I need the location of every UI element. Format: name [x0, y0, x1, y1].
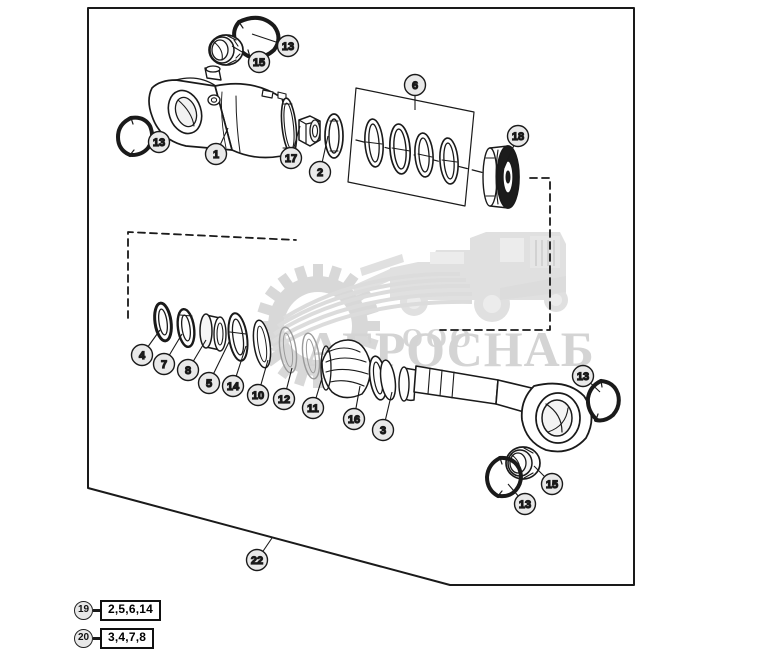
seal-ring-part-5	[227, 312, 249, 362]
callout-bubble[interactable]	[204, 142, 228, 166]
callout-13[interactable]: 13	[251, 33, 300, 58]
callout-13[interactable]: 13	[571, 364, 601, 393]
callout-number: 11	[307, 403, 319, 415]
callout-bubble[interactable]	[247, 50, 271, 74]
callout-bubble[interactable]	[197, 371, 221, 395]
callout-bubble[interactable]	[272, 387, 296, 411]
callout-bubble[interactable]	[506, 124, 530, 148]
callout-22[interactable]: 22	[245, 537, 273, 572]
callout-bubble[interactable]	[308, 160, 332, 184]
callout-number: 7	[161, 359, 167, 371]
callout-13[interactable]: 13	[147, 123, 171, 154]
callout-number: 3	[380, 425, 386, 437]
callout-bubble[interactable]	[301, 396, 325, 420]
callout-number: 22	[251, 555, 263, 567]
callout-2[interactable]: 2	[308, 135, 332, 184]
callout-bubble[interactable]	[130, 343, 154, 367]
legend-connector	[93, 637, 100, 640]
callout-16[interactable]: 16	[342, 385, 366, 431]
piston-pack-part-11	[320, 339, 372, 399]
callout-number: 10	[252, 390, 264, 402]
legend-callout-bubble[interactable]: 20	[74, 628, 93, 648]
callout-8[interactable]: 8	[176, 339, 207, 382]
assembly-frame	[87, 7, 635, 586]
legend-parts-box: 3,4,7,8	[100, 628, 155, 649]
callout-number: 4	[139, 350, 146, 362]
seal-kit-dashed-box-left	[127, 231, 297, 319]
callout-number: 6	[412, 80, 418, 92]
callout-5[interactable]: 5	[197, 339, 231, 395]
callout-bubble[interactable]	[403, 73, 427, 97]
callout-bubble[interactable]	[279, 146, 303, 170]
watermark-field-lines	[270, 271, 473, 352]
callout-number: 15	[253, 57, 265, 69]
piston-rod	[413, 365, 593, 453]
callout-bubble[interactable]	[147, 130, 171, 154]
callout-4[interactable]: 4	[130, 329, 161, 367]
callout-bubble[interactable]	[513, 492, 537, 516]
callout-number: 13	[519, 499, 531, 511]
callout-number: 2	[317, 167, 323, 179]
callout-6[interactable]: 6	[403, 73, 427, 111]
callout-bubble[interactable]	[245, 548, 269, 572]
callout-bubble[interactable]	[246, 383, 270, 407]
piston-seal-part-16	[368, 355, 397, 401]
callout-number: 1	[213, 149, 219, 161]
callout-10[interactable]: 10	[246, 359, 270, 407]
callout-13[interactable]: 13	[507, 483, 537, 516]
callout-3[interactable]: 3	[371, 391, 395, 442]
seal-ring-part-14	[252, 319, 272, 369]
callout-bubble[interactable]	[221, 374, 245, 398]
legend-connector	[93, 609, 100, 612]
callout-bubble[interactable]	[371, 418, 395, 442]
callout-number: 17	[285, 153, 297, 165]
callout-7[interactable]: 7	[152, 333, 183, 376]
callout-number: 5	[206, 378, 212, 390]
callout-number: 13	[153, 137, 165, 149]
callout-bubble[interactable]	[176, 358, 200, 382]
callout-11[interactable]: 11	[301, 377, 325, 420]
watermark-company-prefix: ООО	[402, 323, 474, 353]
cylinder-barrel-part-1	[148, 65, 298, 159]
callout-1[interactable]: 1	[204, 127, 229, 166]
callout-bubble[interactable]	[342, 407, 366, 431]
callout-number: 12	[278, 394, 290, 406]
seal-ring-part-12	[301, 332, 321, 380]
snap-ring-part-13-bottom	[485, 455, 523, 499]
spherical-bearing-part-15-top	[208, 34, 244, 66]
callout-number: 8	[185, 365, 191, 377]
callout-18[interactable]: 18	[503, 124, 530, 169]
callout-bubble[interactable]	[571, 364, 595, 388]
seal-ring-part-2	[324, 113, 344, 159]
piston-bushing-part-18	[482, 145, 520, 209]
callout-number: 14	[227, 381, 240, 393]
seal-kit-dashed-link-right	[439, 177, 551, 331]
bushing-part-8	[199, 313, 227, 352]
legend-row-19[interactable]: 19 2,5,6,14	[74, 600, 161, 621]
seal-ring-part-7	[176, 307, 196, 349]
callout-bubble[interactable]	[540, 472, 564, 496]
callout-17[interactable]: 17	[279, 125, 303, 170]
callout-15[interactable]: 15	[231, 45, 271, 74]
callout-12[interactable]: 12	[272, 367, 296, 411]
legend-row-20[interactable]: 20 3,4,7,8	[74, 628, 155, 649]
piston-nut-part-3	[398, 366, 417, 402]
callout-number: 13	[577, 371, 589, 383]
gland-nut-part-17	[298, 115, 321, 147]
callout-bubble[interactable]	[152, 352, 176, 376]
callout-bubble[interactable]	[276, 34, 300, 58]
seal-kit-panel-part-6	[347, 87, 475, 207]
callout-14[interactable]: 14	[221, 345, 247, 398]
callout-number: 15	[546, 479, 558, 491]
snap-ring-part-13-right	[585, 379, 621, 423]
legend-callout-bubble[interactable]: 19	[74, 600, 93, 620]
callout-15[interactable]: 15	[533, 465, 564, 496]
legend-parts-box: 2,5,6,14	[100, 600, 161, 621]
callout-number: 16	[348, 414, 360, 426]
callout-number: 13	[282, 41, 294, 53]
callout-number: 18	[512, 131, 524, 143]
